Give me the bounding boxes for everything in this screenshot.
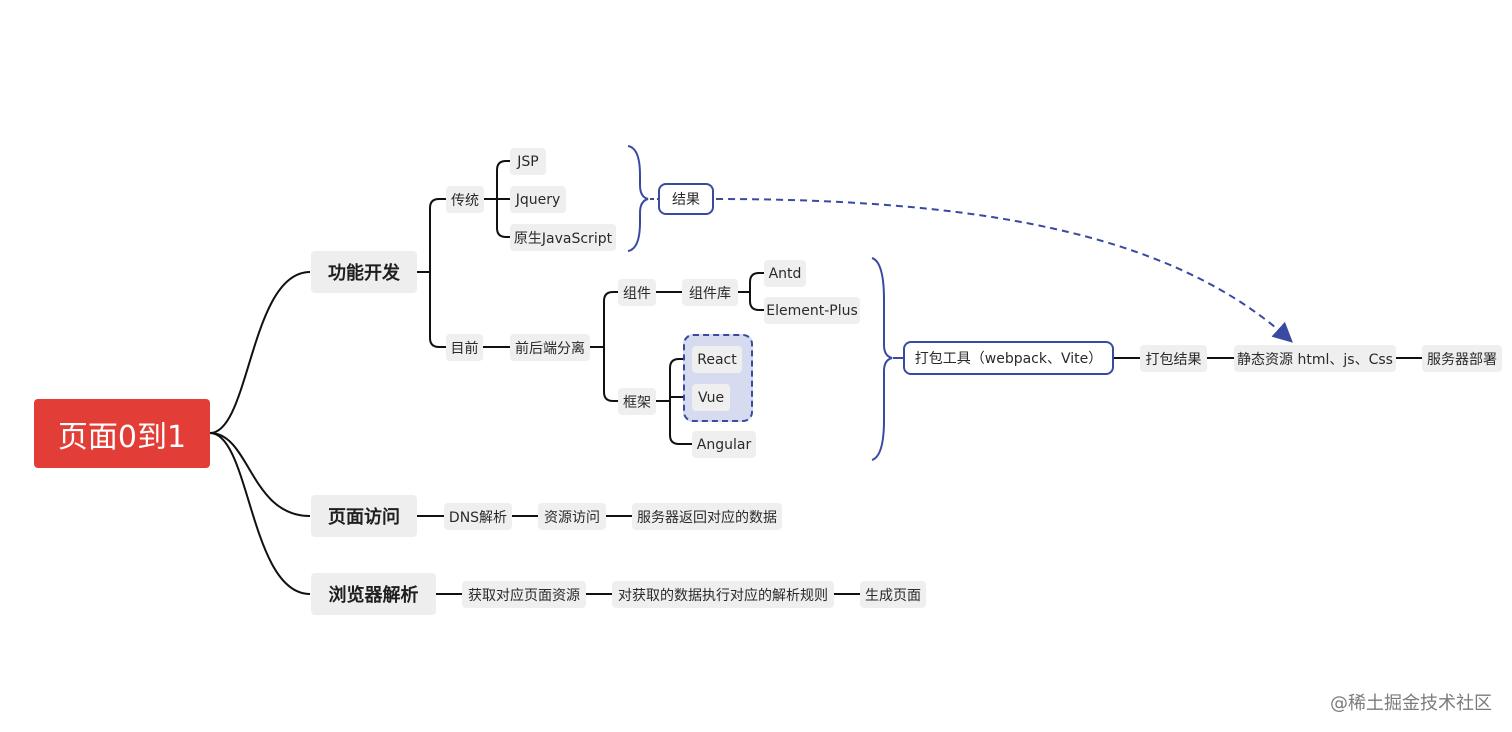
node-jsp[interactable]: JSP [510,148,546,175]
node-separation[interactable]: 前后端分离 [510,334,590,361]
watermark-text: @稀土掘金技术社区 [1330,693,1492,714]
node-element-plus[interactable]: Element-Plus [764,297,860,324]
connector-root-dev [209,271,311,434]
node-fetch-resources[interactable]: 获取对应页面资源 [462,581,586,608]
branch-feature-dev[interactable]: 功能开发 [311,251,417,293]
relation-arrow [715,198,1293,343]
node-react[interactable]: React [692,346,742,373]
node-components[interactable]: 组件 [618,279,656,306]
connector-root-visit [209,432,311,517]
node-server-return[interactable]: 服务器返回对应的数据 [632,503,782,530]
node-jquery[interactable]: Jquery [510,186,566,213]
branch-page-visit[interactable]: 页面访问 [311,495,417,537]
node-dns[interactable]: DNS解析 [444,503,512,530]
node-native-js[interactable]: 原生JavaScript [510,224,616,251]
node-apply-rules[interactable]: 对获取的数据执行对应的解析规则 [612,581,834,608]
node-static-assets[interactable]: 静态资源 html、js、Css [1234,345,1396,372]
brace-traditional [627,145,649,252]
node-bundler[interactable]: 打包工具（webpack、Vite） [903,341,1114,375]
node-angular[interactable]: Angular [692,431,756,458]
node-traditional[interactable]: 传统 [446,186,484,213]
node-generate-page[interactable]: 生成页面 [860,581,926,608]
node-result[interactable]: 结果 [658,183,714,215]
connector-root-parse [209,432,311,595]
brace-current [871,257,893,461]
root-node[interactable]: 页面0到1 [34,399,210,468]
node-vue[interactable]: Vue [692,384,730,411]
node-component-lib[interactable]: 组件库 [682,279,738,306]
branch-browser-parse[interactable]: 浏览器解析 [311,573,436,615]
node-antd[interactable]: Antd [764,260,806,287]
node-frameworks[interactable]: 框架 [618,388,656,415]
node-deploy[interactable]: 服务器部署 [1422,345,1502,372]
node-current[interactable]: 目前 [446,334,483,361]
node-resource-access[interactable]: 资源访问 [538,503,606,530]
node-bundle-result[interactable]: 打包结果 [1140,345,1207,372]
